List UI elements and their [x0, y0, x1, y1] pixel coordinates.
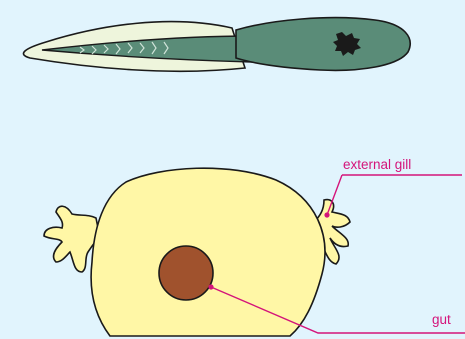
tadpole-cross-section [44, 168, 350, 336]
gut [159, 246, 213, 300]
cross-section-body [91, 168, 325, 336]
tadpole-side-view [23, 18, 410, 72]
tadpole-head [236, 18, 410, 71]
gut-pointer [208, 284, 213, 289]
gut-label: gut [432, 312, 451, 327]
external-gill-label: external gill [343, 157, 411, 172]
external-gill-leader [327, 175, 462, 215]
external-gill-pointer [324, 212, 329, 217]
